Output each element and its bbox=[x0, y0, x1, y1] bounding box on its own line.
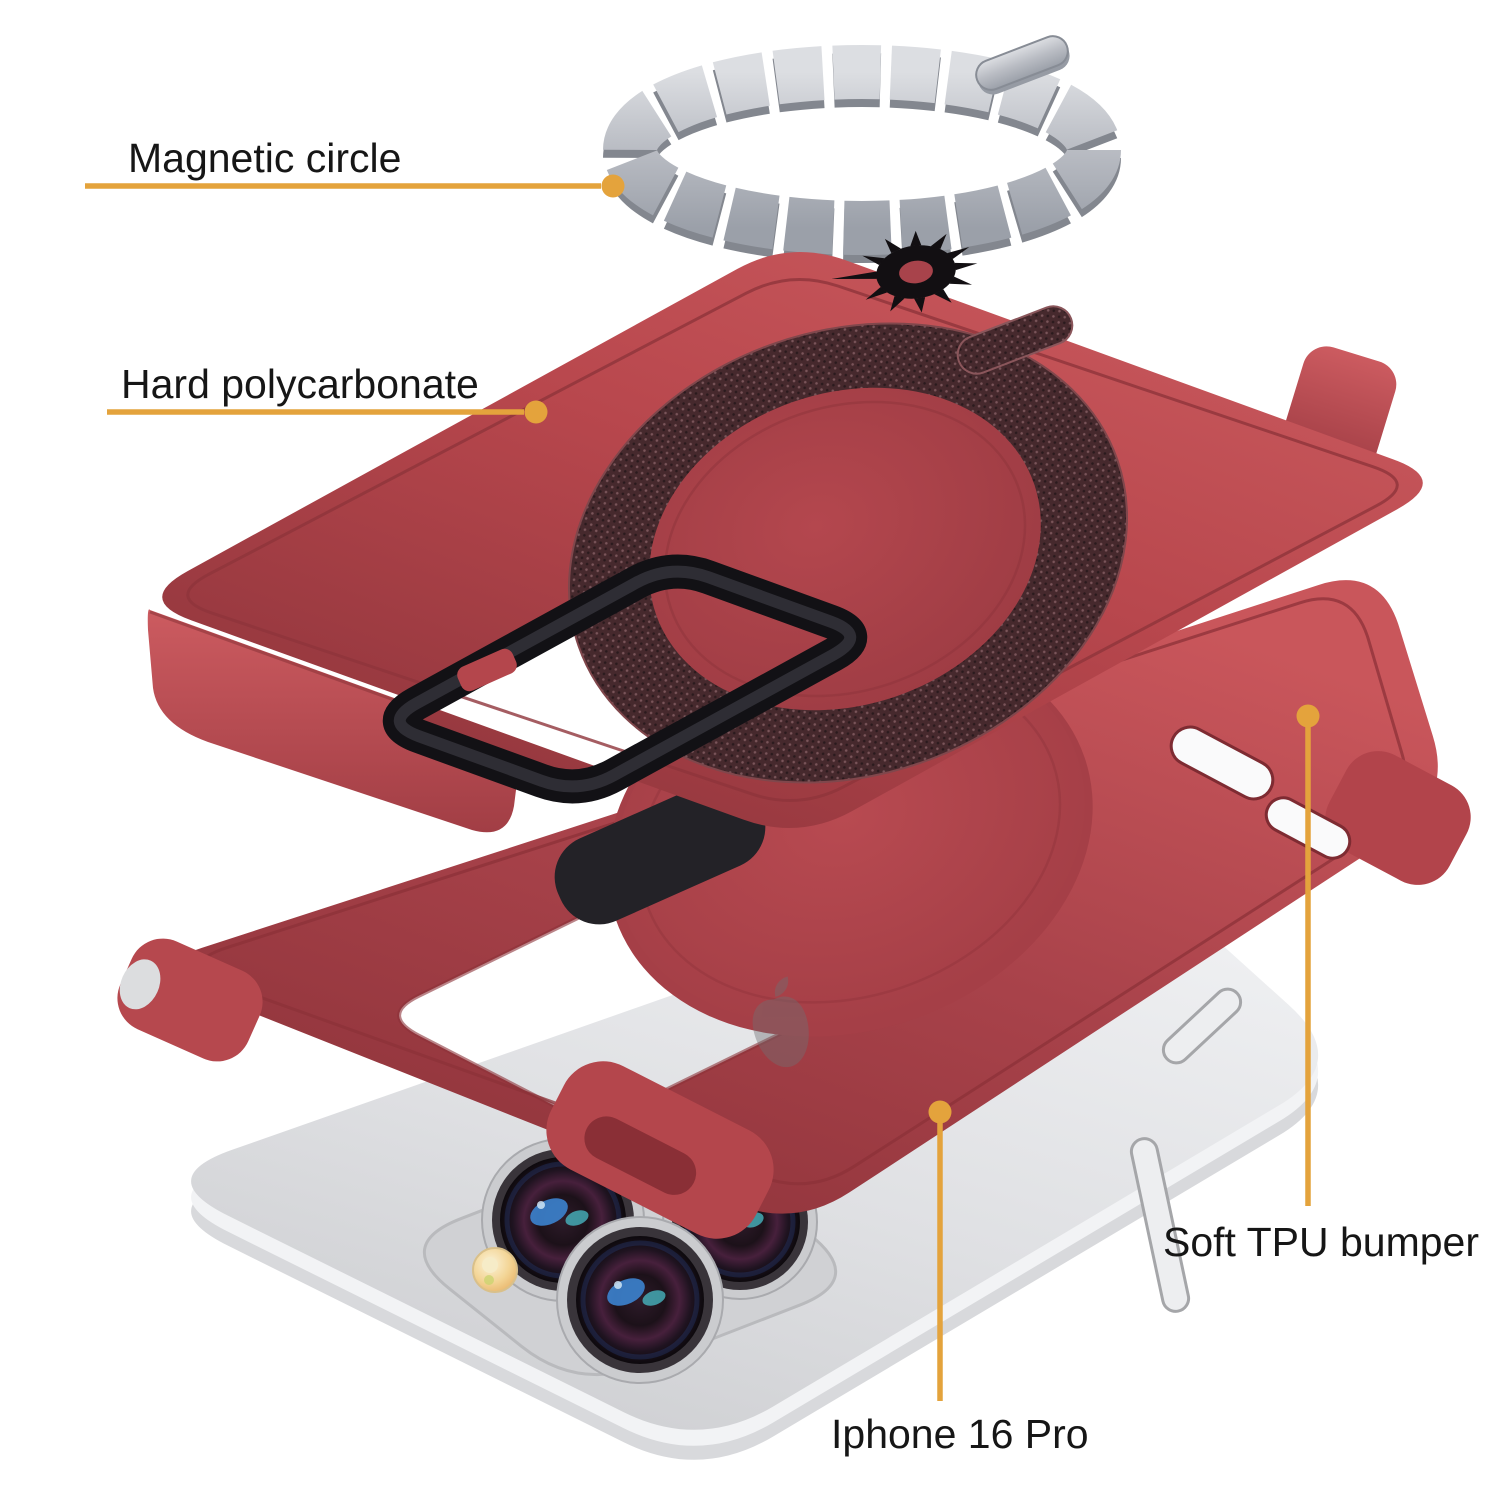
camera-cutout-lip-tab bbox=[457, 648, 517, 692]
apple-logo-ghost bbox=[752, 976, 809, 1068]
callout-label: Hard polycarbonate bbox=[121, 361, 479, 407]
magsafe-center-disc bbox=[649, 387, 1041, 711]
callout-iphone: Iphone 16 Pro bbox=[831, 1100, 1089, 1457]
callout-dot bbox=[928, 1100, 952, 1124]
magnetic-ring bbox=[603, 35, 1121, 263]
callout-dot bbox=[601, 174, 625, 198]
callout-label: Magnetic circle bbox=[128, 135, 401, 181]
flash-led bbox=[472, 1247, 518, 1293]
magnet-segments bbox=[603, 45, 1121, 255]
callout-soft-tpu-bumper: Soft TPU bumper bbox=[1163, 704, 1479, 1265]
hard-case-side-wall bbox=[147, 609, 520, 833]
hard-case bbox=[147, 230, 1423, 925]
punkcase-sun-logo-icon bbox=[831, 230, 978, 313]
hard-case-inner-groove bbox=[186, 277, 1399, 803]
tpu-corner-pad-left bbox=[117, 938, 263, 1062]
callout-hard-polycarbonate: Hard polycarbonate bbox=[107, 361, 548, 424]
power-button-groove bbox=[1129, 1137, 1191, 1313]
alignment-magnet bbox=[975, 35, 1070, 95]
callout-label: Iphone 16 Pro bbox=[831, 1411, 1089, 1457]
side-button-groove bbox=[1161, 987, 1243, 1065]
callout-magnetic-circle: Magnetic circle bbox=[85, 135, 625, 198]
camera-rim-wall bbox=[554, 779, 766, 925]
magsafe-disc-emboss bbox=[663, 400, 1027, 698]
tpu-button-slot-1 bbox=[1169, 725, 1275, 801]
callout-dot bbox=[1296, 704, 1320, 728]
camera-cutout-rim-bevel bbox=[393, 565, 857, 793]
callout-dot bbox=[524, 400, 548, 424]
magnet-alignment-slot bbox=[956, 305, 1074, 375]
tpu-corner-pad-bottom bbox=[546, 1061, 774, 1239]
tpu-corner-pad-right bbox=[1325, 751, 1471, 885]
callout-label: Soft TPU bumper bbox=[1163, 1219, 1479, 1265]
camera-lens-3 bbox=[556, 1216, 724, 1384]
